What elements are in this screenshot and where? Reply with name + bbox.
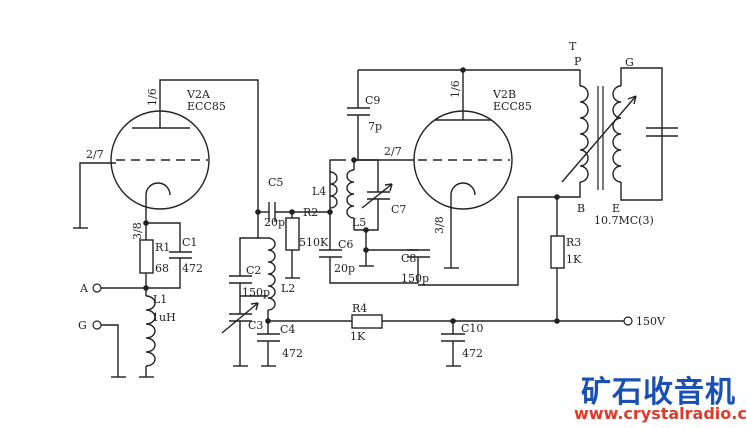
label-r3: R3 — [566, 236, 581, 249]
label-c10: C10 — [461, 322, 483, 335]
value-r4: 1K — [350, 330, 366, 343]
wire-v2a-grid-ground — [79, 162, 116, 228]
terminal-150v-label: 150V — [636, 315, 666, 328]
inductor-l2 — [267, 237, 276, 311]
label-c4: C4 — [280, 323, 295, 336]
terminal-a-label: A — [79, 282, 89, 295]
terminal-a — [92, 283, 102, 293]
label-c9: C9 — [365, 94, 380, 107]
inductor-l1 — [145, 295, 156, 367]
label-l1: L1 — [153, 293, 167, 306]
value-c10: 472 — [462, 347, 483, 360]
inductor-l4 — [329, 171, 338, 209]
terminal-g — [92, 320, 102, 330]
resistor-r1 — [139, 239, 154, 274]
value-c5: 20p — [264, 216, 285, 229]
tube-v2b-type: ECC85 — [493, 100, 532, 113]
label-c6: C6 — [338, 238, 353, 251]
terminal-150v — [623, 316, 633, 326]
transformer-label-t: T — [569, 40, 577, 53]
tube-v2b-name: V2B — [492, 88, 516, 101]
inductor-l5 — [346, 169, 355, 219]
resistor-r2 — [285, 217, 300, 251]
terminal-g-label: G — [78, 319, 87, 332]
tube-v2b-cathode-pin: 3/8 — [433, 216, 446, 234]
tube-v2b-cathode — [450, 182, 476, 208]
tube-v2a-grid-pin: 2/7 — [86, 148, 104, 161]
value-c9: 7p — [368, 120, 382, 133]
transformer-secondary — [612, 85, 622, 183]
label-c2: C2 — [246, 264, 261, 277]
transformer-label-b: B — [577, 202, 585, 215]
transformer-label-g: G — [625, 56, 634, 69]
tube-v2a-name: V2A — [186, 88, 211, 101]
wire-v2a-plate — [159, 79, 259, 212]
watermark-logo: 矿石收音机 — [581, 375, 736, 410]
label-c3: C3 — [248, 319, 263, 332]
tube-v2a-cathode-pin: 3/8 — [131, 222, 144, 240]
transformer-label-e: E — [612, 202, 620, 215]
value-c2: 150p — [242, 286, 270, 299]
label-r2: R2 — [303, 206, 318, 219]
label-r1: R1 — [155, 241, 170, 254]
label-c8: C8 — [401, 252, 416, 265]
transformer-label-p: P — [574, 55, 582, 68]
value-l1: 1uH — [152, 311, 176, 324]
value-c4: 472 — [282, 347, 303, 360]
label-r4: R4 — [352, 302, 367, 315]
tube-v2b-plate-pin: 1/6 — [449, 80, 462, 98]
label-c1: C1 — [182, 236, 197, 249]
value-r3: 1K — [566, 253, 582, 266]
tube-v2a-plate-pin: 1/6 — [146, 88, 159, 106]
tube-v2a — [110, 110, 210, 210]
value-c8: 150p — [401, 272, 429, 285]
value-c6: 20p — [334, 262, 355, 275]
label-l5: L5 — [352, 216, 366, 229]
label-l2: L2 — [281, 282, 295, 295]
value-r2: 510K — [299, 236, 329, 249]
label-c5: C5 — [268, 176, 283, 189]
value-r1: 68 — [155, 262, 169, 275]
transformer-primary — [579, 85, 589, 183]
tube-v2b — [413, 110, 513, 210]
value-c1: 472 — [182, 262, 203, 275]
tube-v2b-grid-pin: 2/7 — [384, 145, 402, 158]
tube-v2a-cathode — [145, 182, 171, 208]
label-l4: L4 — [312, 185, 326, 198]
resistor-r4 — [351, 314, 383, 329]
tube-v2a-type: ECC85 — [187, 100, 226, 113]
resistor-r3 — [550, 235, 565, 269]
watermark-url: www.crystalradio.cn — [574, 404, 747, 423]
transformer-freq: 10.7MC(3) — [594, 214, 654, 227]
label-c7: C7 — [391, 203, 406, 216]
